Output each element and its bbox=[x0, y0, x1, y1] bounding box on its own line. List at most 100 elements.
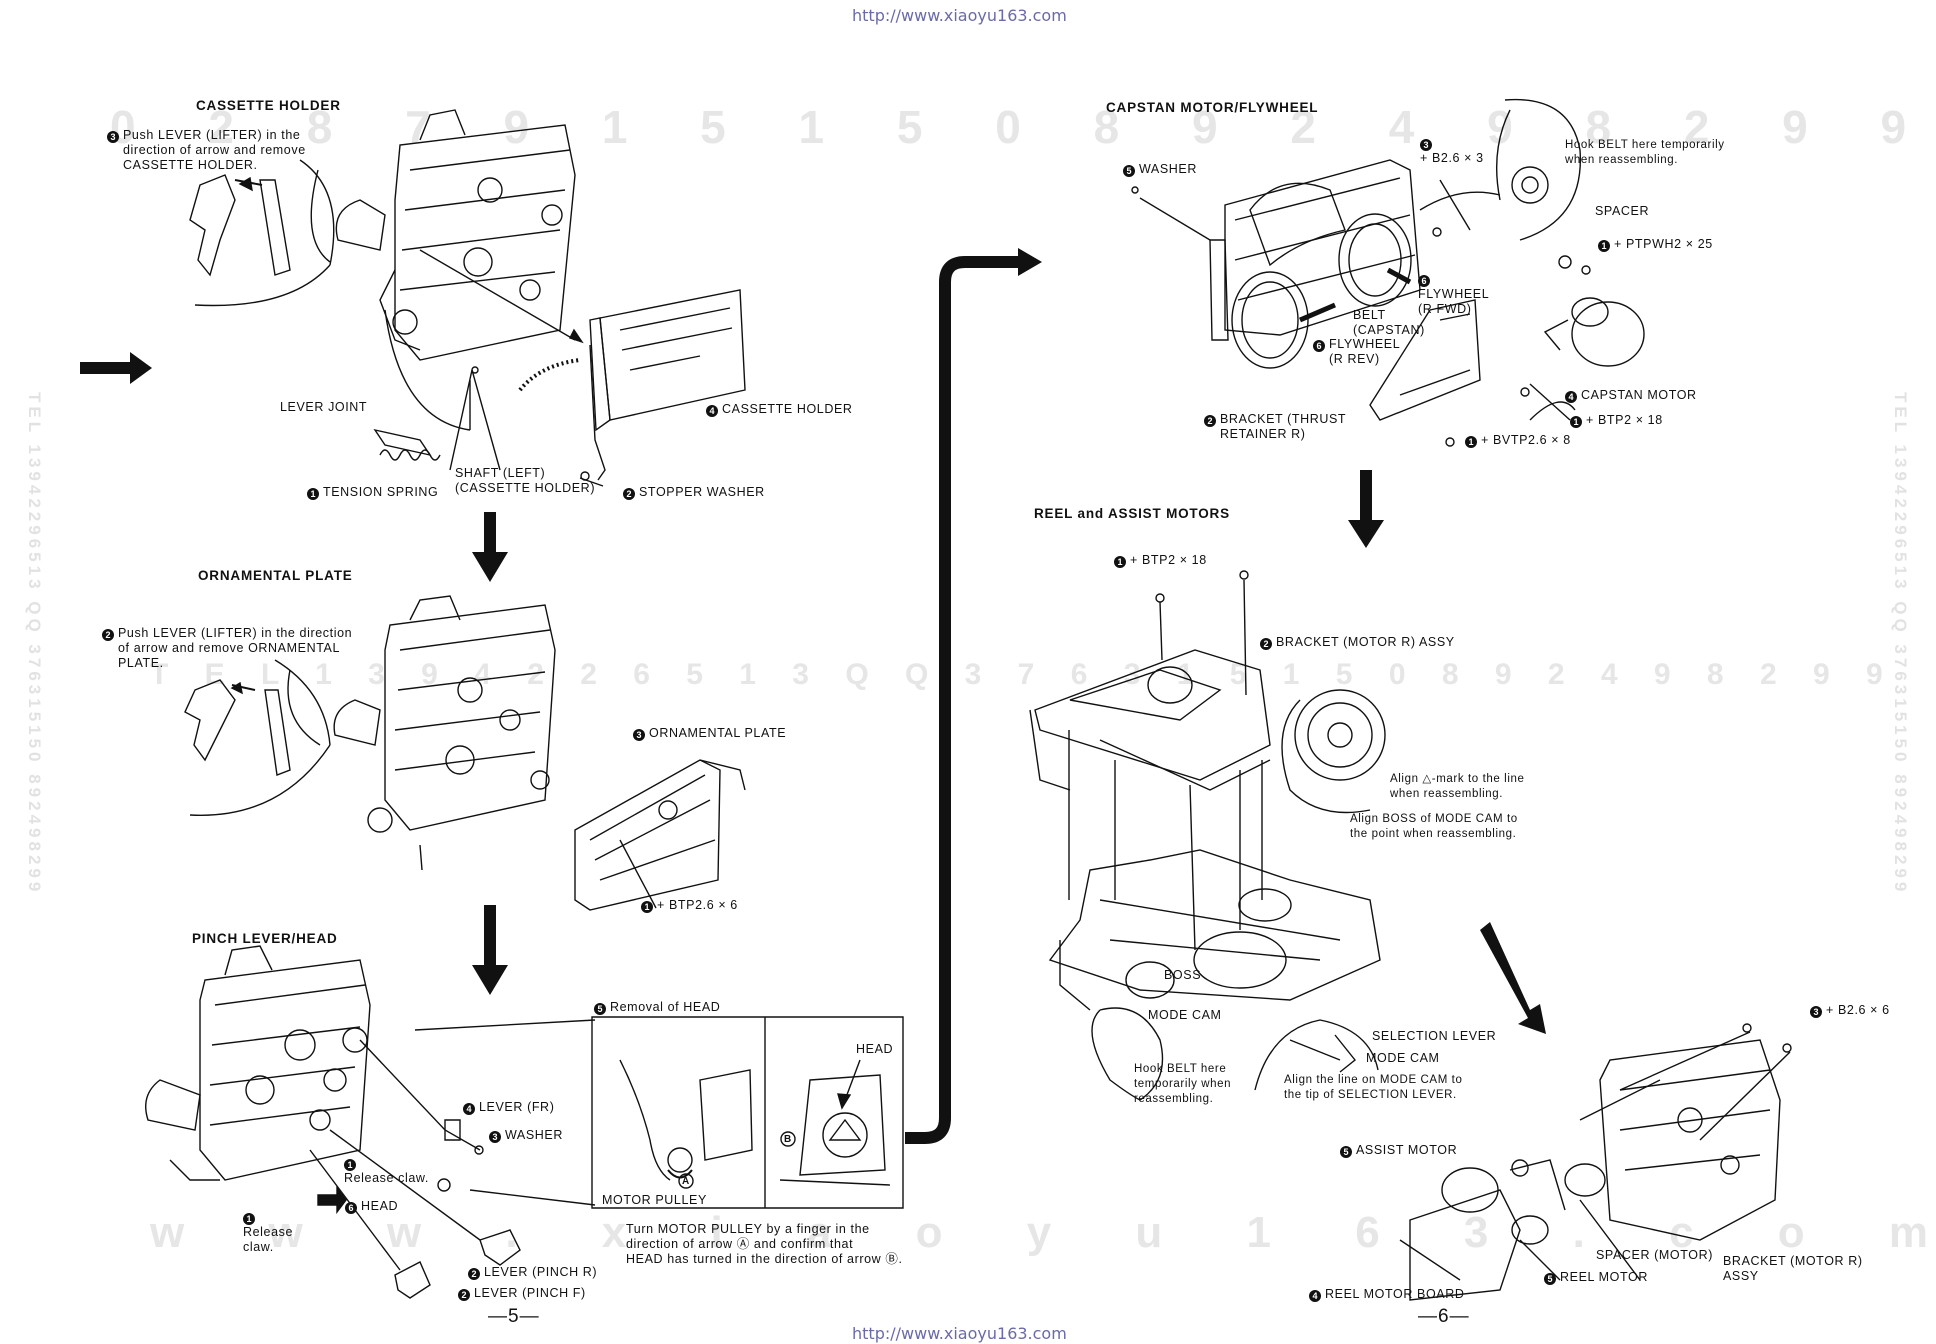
b26x3-label: 3+ B2.6 × 3 bbox=[1420, 136, 1484, 166]
part-number-badge: 1 bbox=[1570, 416, 1582, 428]
part-number-badge: 3 bbox=[1420, 139, 1432, 151]
capstan-mechanism-drawing bbox=[1139, 159, 1645, 447]
capstan-hook-belt-note: Hook BELT here temporarily when reassemb… bbox=[1565, 139, 1725, 166]
part-number-badge: 3 bbox=[489, 1131, 501, 1143]
bvtp-text: + BVTP2.6 × 8 bbox=[1481, 433, 1571, 447]
ptpwh-text: + PTPWH2 × 25 bbox=[1614, 237, 1713, 251]
reel-hook-belt-note: Hook BELT here temporarily when reassemb… bbox=[1134, 1063, 1232, 1105]
capstan-title: CAPSTAN MOTOR/FLYWHEEL bbox=[1106, 100, 1319, 115]
cassette-holder-text: CASSETTE HOLDER bbox=[722, 402, 853, 416]
part-number-badge: 5 bbox=[1123, 165, 1135, 177]
btp218-reel-label: 1 + BTP2 × 18 bbox=[1114, 553, 1207, 568]
part-number-badge: 2 bbox=[458, 1289, 470, 1301]
capstan-hook-bubble bbox=[1419, 98, 1582, 241]
part-number-badge: 5 bbox=[1340, 1146, 1352, 1158]
step2-instruction: 2 Push LEVER (LIFTER) in the direction of… bbox=[102, 626, 352, 671]
release-claw-2-text: Release claw. bbox=[243, 1225, 294, 1254]
part-number-badge: 3 bbox=[1810, 1006, 1822, 1018]
spacer-label: SPACER bbox=[1595, 204, 1650, 218]
tension-spring-label: 1 TENSION SPRING bbox=[307, 485, 438, 500]
bottom-url[interactable]: http://www.xiaoyu163.com bbox=[852, 1324, 1067, 1343]
lever-pinch-r-text: LEVER (PINCH R) bbox=[484, 1265, 598, 1279]
step-number-badge: 2 bbox=[102, 629, 114, 641]
tension-spring-text: TENSION SPRING bbox=[323, 485, 439, 499]
mode-cam-2-label: MODE CAM bbox=[1366, 1051, 1440, 1065]
part-number-badge: 2 bbox=[623, 488, 635, 500]
step2-text: Push LEVER (LIFTER) in the direction of … bbox=[118, 626, 353, 670]
part-number-badge: 1 bbox=[243, 1213, 255, 1225]
btp26x6-label: 1+ BTP2.6 × 6 bbox=[641, 898, 738, 913]
selection-lever-label: SELECTION LEVER bbox=[1372, 1029, 1497, 1043]
bracket-motor-r-label: BRACKET (MOTOR R) ASSY bbox=[1723, 1254, 1863, 1283]
connector-arrow bbox=[905, 256, 1020, 1144]
part-number-badge: 3 bbox=[633, 729, 645, 741]
washer-5-text: WASHER bbox=[1139, 162, 1198, 176]
part-number-badge: 6 bbox=[1313, 340, 1325, 352]
belt-capstan-label: BELT (CAPSTAN) bbox=[1353, 308, 1425, 337]
release-claw-1-text: Release claw. bbox=[344, 1171, 429, 1185]
cassette-holder-title: CASSETTE HOLDER bbox=[196, 98, 341, 113]
capstan-motor-text: CAPSTAN MOTOR bbox=[1581, 388, 1697, 402]
btp218-capstan-text: + BTP2 × 18 bbox=[1586, 413, 1663, 427]
step3-instruction: 3 Push LEVER (LIFTER) in the direction of… bbox=[107, 128, 306, 173]
reel-motor-board-label: 4 REEL MOTOR BOARD bbox=[1309, 1287, 1464, 1302]
head-removal-inset bbox=[414, 1016, 904, 1209]
step-number-badge: 3 bbox=[107, 131, 119, 143]
motor-pulley-label: MOTOR PULLEY bbox=[602, 1193, 707, 1207]
b26x3-text: + B2.6 × 3 bbox=[1420, 151, 1484, 165]
part-number-badge: 2 bbox=[1260, 638, 1272, 650]
part-number-badge: 1 bbox=[344, 1159, 356, 1171]
reel-motor-label: 5 REEL MOTOR bbox=[1544, 1270, 1648, 1285]
lever-joint-label: LEVER JOINT bbox=[280, 400, 368, 414]
lever-pinch-f-text: LEVER (PINCH F) bbox=[474, 1286, 586, 1300]
reel-callout-bubbles bbox=[1091, 1007, 1379, 1101]
btp218-reel-text: + BTP2 × 18 bbox=[1130, 553, 1207, 567]
mode-cam-label: MODE CAM bbox=[1148, 1008, 1222, 1022]
flow-arrows bbox=[80, 352, 1546, 1034]
spacer-motor-label: SPACER (MOTOR) bbox=[1596, 1248, 1713, 1262]
part-number-badge: 2 bbox=[468, 1268, 480, 1280]
align-line-note: Align the line on MODE CAM to the tip of… bbox=[1284, 1074, 1463, 1101]
ornamental-plate-title: ORNAMENTAL PLATE bbox=[198, 568, 353, 583]
top-url[interactable]: http://www.xiaoyu163.com bbox=[852, 6, 1067, 25]
bvtp-label: 1 + BVTP2.6 × 8 bbox=[1465, 433, 1571, 448]
lever-fr-text: LEVER (FR) bbox=[479, 1100, 555, 1114]
bracket-motor-r-assy-text: BRACKET (MOTOR R) ASSY bbox=[1276, 635, 1455, 649]
bracket-thrust-text: BRACKET (THRUST RETAINER R) bbox=[1220, 412, 1347, 441]
reel-motor-board-text: REEL MOTOR BOARD bbox=[1325, 1287, 1465, 1301]
step3-text: Push LEVER (LIFTER) in the direction of … bbox=[123, 128, 306, 172]
bracket-thrust-label: 2 BRACKET (THRUST RETAINER R) bbox=[1204, 412, 1346, 442]
reel-motor-text: REEL MOTOR bbox=[1560, 1270, 1648, 1284]
ornamental-plate-text: ORNAMENTAL PLATE bbox=[649, 726, 787, 740]
reel-mechanism-drawing bbox=[1029, 570, 1386, 1011]
part-number-badge: 2 bbox=[1204, 415, 1216, 427]
motor-pulley-note: Turn MOTOR PULLEY by a finger in the dir… bbox=[626, 1222, 903, 1266]
part-number-badge: 1 bbox=[307, 488, 319, 500]
lever-pinch-r-label: 2 LEVER (PINCH R) bbox=[468, 1265, 597, 1280]
ornamental-mechanism-drawing bbox=[333, 595, 746, 911]
assist-motor-drawing bbox=[1399, 1023, 1792, 1301]
part-number-badge: 1 bbox=[1465, 436, 1477, 448]
head-inset-label: HEAD bbox=[856, 1042, 894, 1056]
cassette-callout-bubble bbox=[189, 159, 335, 307]
pinch-head-mechanism-drawing bbox=[145, 945, 521, 1299]
part-number-badge: 1 bbox=[1114, 556, 1126, 568]
tension-spring-drawing bbox=[373, 428, 441, 461]
ornamental-plate-label: 3 ORNAMENTAL PLATE bbox=[633, 726, 786, 741]
lever-pinch-f-label: 2 LEVER (PINCH F) bbox=[458, 1286, 586, 1301]
page-number-right: —6— bbox=[1418, 1306, 1470, 1327]
part-number-badge: 4 bbox=[1309, 1290, 1321, 1302]
part-number-badge: 5 bbox=[1544, 1273, 1556, 1285]
step-number-badge: 5 bbox=[594, 1003, 606, 1015]
